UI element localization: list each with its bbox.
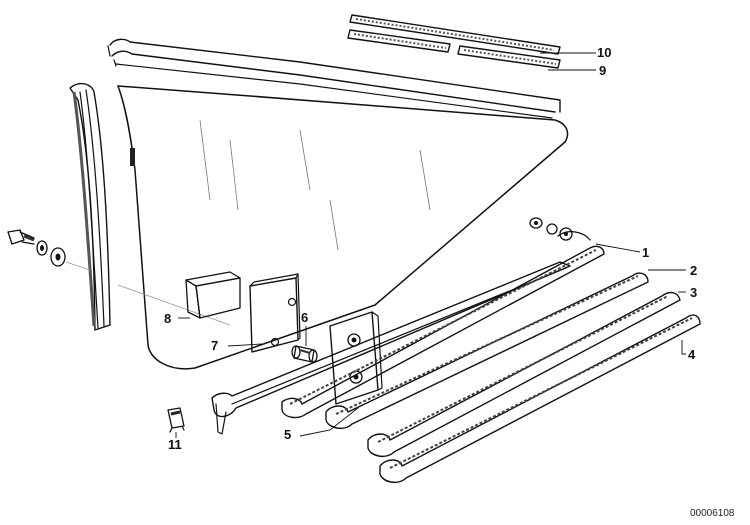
channel-seal-2 xyxy=(325,272,649,430)
callout-8: 8 xyxy=(164,311,172,326)
callout-1: 1 xyxy=(642,245,650,260)
rubber-pad xyxy=(185,271,241,319)
lift-bracket xyxy=(329,311,383,405)
callout-6: 6 xyxy=(301,310,309,325)
leader-lines xyxy=(175,52,686,438)
callout-2: 2 xyxy=(690,263,698,278)
callout-3: 3 xyxy=(690,285,698,300)
vertical-guide-rail xyxy=(69,82,111,331)
channel-seal-1 xyxy=(281,231,605,419)
callout-7: 7 xyxy=(211,338,219,353)
spacer-sleeve xyxy=(291,345,318,363)
window-channel-top xyxy=(107,38,561,119)
callout-5: 5 xyxy=(284,427,292,442)
callout-11: 11 xyxy=(168,437,182,452)
callout-4: 4 xyxy=(688,347,696,362)
retaining-clip xyxy=(167,407,185,433)
channel-seal-3 xyxy=(367,291,681,458)
callout-10: 10 xyxy=(597,45,612,60)
seal-strip-lower xyxy=(347,29,561,69)
bolt-assembly-left xyxy=(7,229,231,326)
callout-9: 9 xyxy=(599,63,607,78)
nut-assembly-right xyxy=(529,217,573,241)
channel-seal-4 xyxy=(379,314,701,484)
seal-strip-upper xyxy=(349,14,561,55)
mounting-plate xyxy=(249,273,301,353)
document-number: 00006108 xyxy=(690,508,735,519)
door-glass xyxy=(117,85,569,370)
